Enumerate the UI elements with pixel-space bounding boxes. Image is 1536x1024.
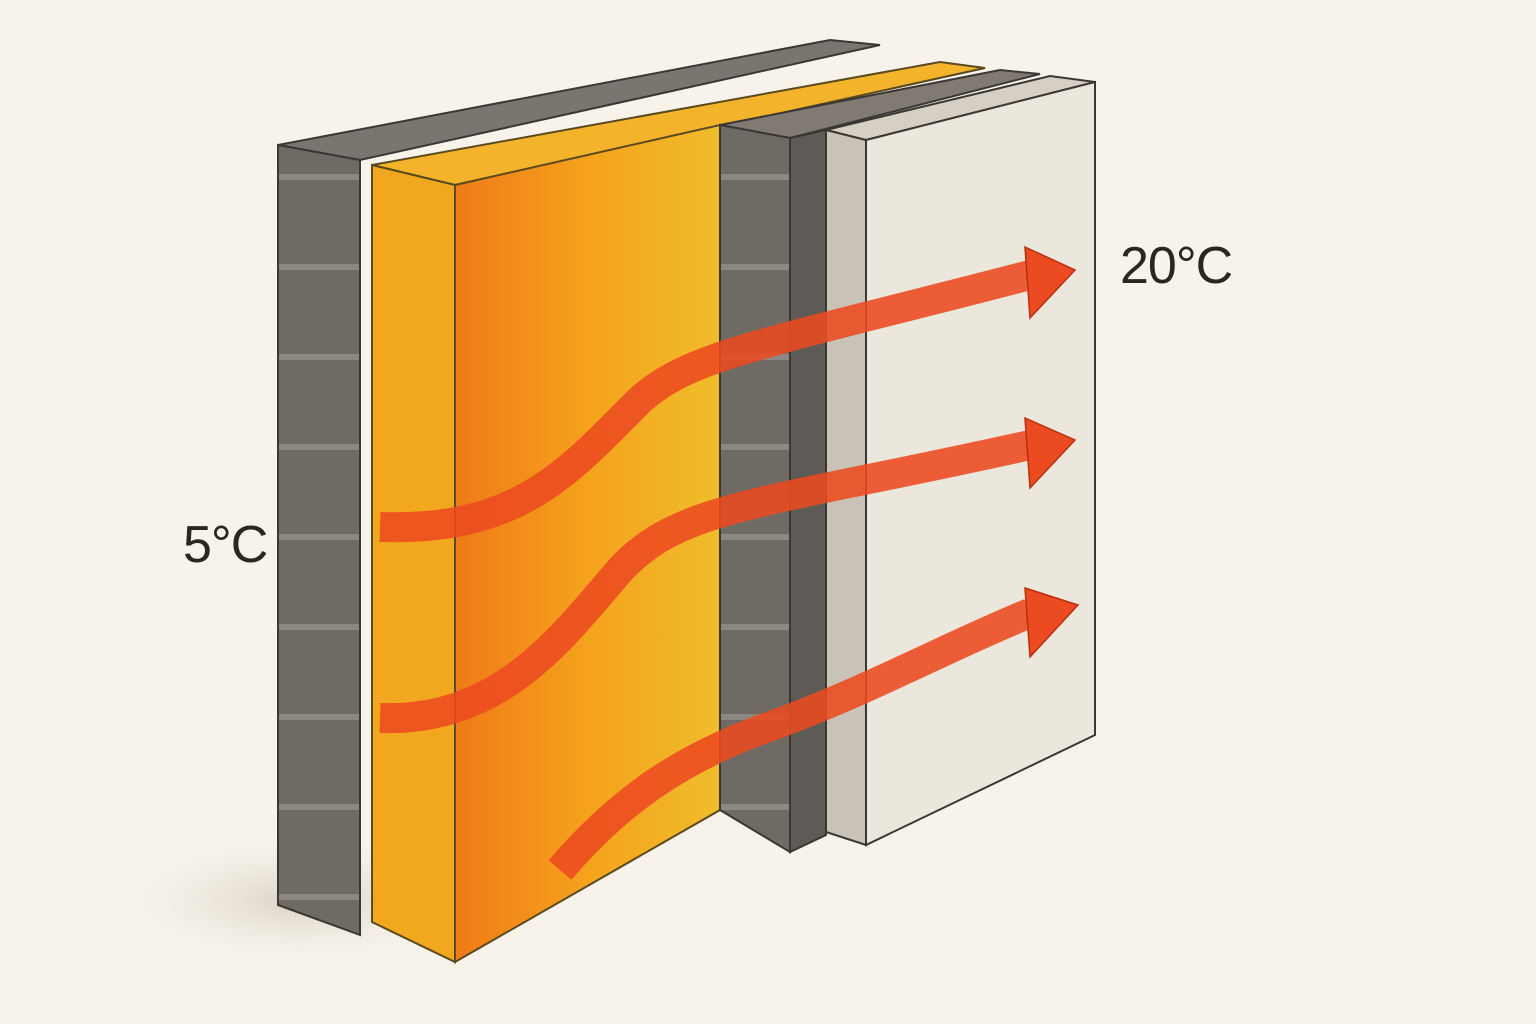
heat-flow-arrow-middle — [379, 430, 1034, 734]
outside-temperature-label: 5°C — [183, 516, 268, 574]
arrowhead-icon — [1024, 245, 1077, 320]
arrowhead-icon — [1024, 586, 1080, 659]
inside-temperature-label: 20°C — [1120, 237, 1233, 295]
heat-flow-arrow-bottom — [548, 599, 1036, 880]
heat-flow-arrow-top — [379, 260, 1034, 543]
outer-brick-layer — [277, 38, 881, 937]
insulation-layer — [371, 60, 986, 964]
arrowhead-icon — [1024, 416, 1077, 490]
